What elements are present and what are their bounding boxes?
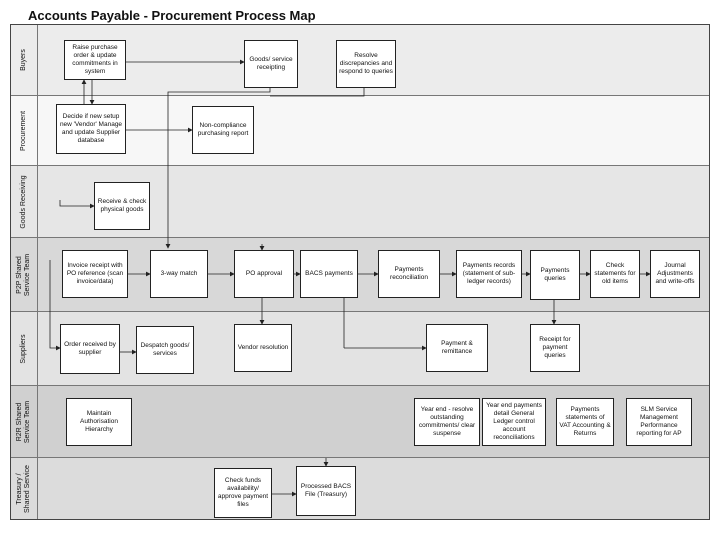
- box-despatch-goods[interactable]: Despatch goods/ services: [136, 326, 194, 374]
- page-title: Accounts Payable - Procurement Process M…: [28, 8, 316, 23]
- connector: [49, 260, 61, 351]
- box-payments-reconciliation[interactable]: Payments reconciliation: [378, 250, 440, 298]
- connector: [270, 88, 365, 97]
- lane-label-p2p: P2P Shared Service Team: [10, 238, 38, 312]
- box-goods-service-receipting[interactable]: Goods/ service receipting: [244, 40, 298, 88]
- box-maintain-authorisation[interactable]: Maintain Authorisation Hierarchy: [66, 398, 132, 446]
- box-year-end-gl-reconciliation[interactable]: Year end payments detail General Ledger …: [482, 398, 546, 446]
- box-raise-purchase-order[interactable]: Raise purchase order & update commitment…: [64, 40, 126, 80]
- lane-label-goods-receiving: Goods Receiving: [10, 166, 38, 238]
- box-3-way-match[interactable]: 3-way match: [150, 250, 208, 298]
- box-check-statements[interactable]: Check statements for old items: [590, 250, 640, 298]
- lane-label-procurement: Procurement: [10, 96, 38, 166]
- box-non-compliance-report[interactable]: Non-compliance purchasing report: [192, 106, 254, 154]
- lane-label-treasury: Treasury / Shared Service: [10, 458, 38, 520]
- box-po-approval[interactable]: PO approval: [234, 250, 294, 298]
- lane-label-buyers: Buyers: [10, 24, 38, 96]
- lane-label-suppliers: Suppliers: [10, 312, 38, 386]
- box-order-received[interactable]: Order received by supplier: [60, 324, 120, 374]
- box-resolve-discrepancies[interactable]: Resolve discrepancies and respond to que…: [336, 40, 396, 88]
- lane-treasury: [10, 458, 710, 520]
- box-journal-adjustments[interactable]: Journal Adjustments and write-offs: [650, 250, 700, 298]
- lane-label-r2r: R2R Shared Service Team: [10, 386, 38, 458]
- box-payments-records[interactable]: Payments records (statement of sub-ledge…: [456, 250, 522, 298]
- box-year-end-commitments[interactable]: Year end - resolve outstanding commitmen…: [414, 398, 480, 446]
- connector: [59, 200, 95, 209]
- box-check-funds[interactable]: Check funds availability/ approve paymen…: [214, 468, 272, 518]
- lane-suppliers: [10, 312, 710, 386]
- connector: [165, 88, 271, 249]
- box-payments-queries[interactable]: Payments queries: [530, 250, 580, 300]
- box-vendor-resolution[interactable]: Vendor resolution: [234, 324, 292, 372]
- box-bacs-payments[interactable]: BACS payments: [300, 250, 358, 298]
- box-receipt-payment-queries[interactable]: Receipt for payment queries: [530, 324, 580, 372]
- box-payment-remittance[interactable]: Payment & remittance: [426, 324, 488, 372]
- box-slm-performance[interactable]: SLM Service Management Performance repor…: [626, 398, 692, 446]
- box-vat-accounting[interactable]: Payments statements of VAT Accounting & …: [556, 398, 614, 446]
- box-processed-bacs[interactable]: Processed BACS File (Treasury): [296, 466, 356, 516]
- box-receive-check-goods[interactable]: Receive & check physical goods: [94, 182, 150, 230]
- lane-procurement: [10, 96, 710, 166]
- box-vendor-setup[interactable]: Decide if new setup new 'Vendor' Manage …: [56, 104, 126, 154]
- diagram-frame: [10, 24, 710, 520]
- box-invoice-receipt[interactable]: Invoice receipt with PO reference (scan …: [62, 250, 128, 298]
